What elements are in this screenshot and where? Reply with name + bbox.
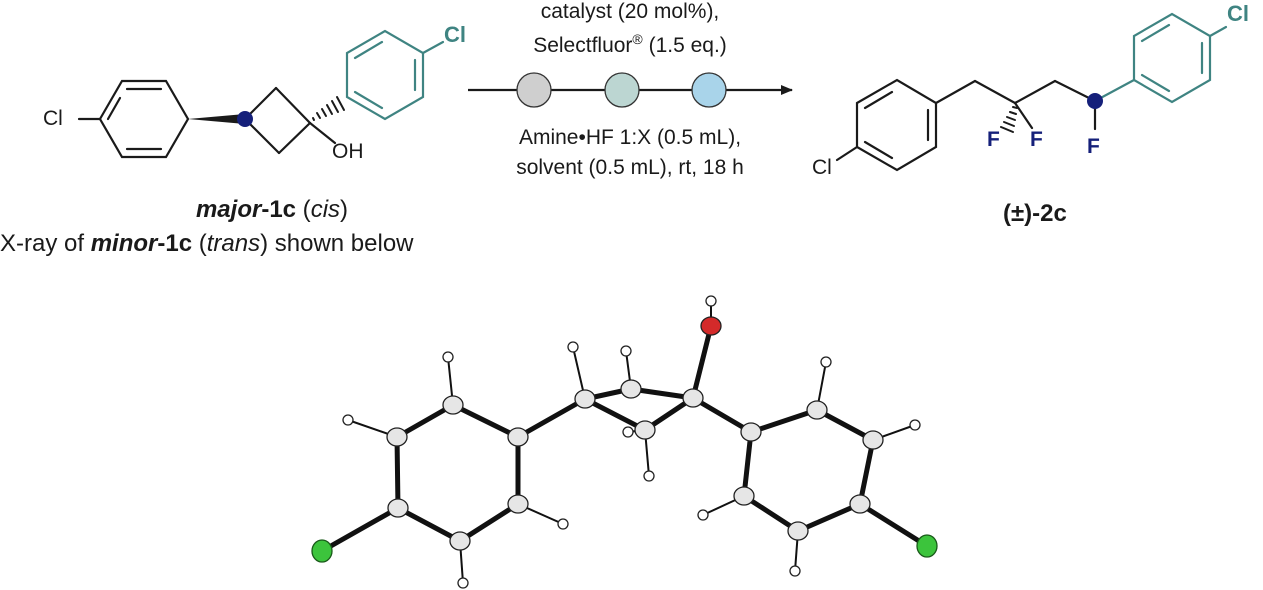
product-f2-label: F — [1030, 128, 1043, 151]
xray-chlorine-right — [916, 534, 938, 558]
substrate-label-paren-close: ) — [340, 196, 349, 223]
cyclobutane-ring — [243, 86, 312, 155]
xray-caption-compound: -1c — [157, 230, 193, 257]
xray-caption: X-ray of minor-1c (trans) shown below — [0, 230, 414, 258]
xray-chlorine-left — [311, 539, 333, 563]
substrate-label: major-1c (cis) — [0, 196, 544, 224]
xray-caption-trans: trans — [206, 230, 261, 257]
substrate-label-cis: cis — [310, 196, 341, 223]
substrate-wedge-bond — [188, 114, 245, 124]
catalyst-dot-sage — [604, 72, 640, 108]
product-right-ring — [1093, 12, 1228, 104]
xray-bonds — [319, 323, 930, 554]
product-f3-label: F — [1087, 135, 1100, 158]
reaction-arrow — [468, 72, 793, 108]
substrate-label-compound: -1c — [261, 196, 297, 223]
xray-oxygen-atom — [700, 316, 722, 336]
catalyst-dot-grey — [516, 72, 552, 108]
xray-structure — [311, 295, 938, 589]
substrate-label-paren-open: ( — [296, 196, 311, 223]
conditions-line-2: Selectfluor® (1.5 eq.) — [470, 31, 790, 58]
product-chain — [934, 79, 1097, 131]
conditions-line-1: catalyst (20 mol%), — [540, 0, 720, 23]
xray-caption-suffix: ) shown below — [260, 230, 414, 257]
xray-caption-prefix: X-ray of — [0, 230, 91, 257]
substrate-cl-left-label: Cl — [43, 107, 63, 130]
product-cl-left-label: Cl — [812, 156, 832, 179]
product-f1-label: F — [987, 128, 1000, 151]
catalyst-dot-blue — [691, 72, 727, 108]
selectfluor-equiv: (1.5 eq.) — [642, 34, 727, 57]
product-hash-bond — [1000, 106, 1018, 133]
registered-mark: ® — [632, 31, 643, 47]
xray-caption-paren-open: ( — [192, 230, 207, 257]
substrate-left-ring — [77, 79, 190, 159]
substrate-molecule — [77, 29, 445, 159]
product-label: (±)-2c — [1003, 200, 1067, 227]
substrate-right-ring — [345, 29, 445, 121]
substrate-stereocenter-dot — [237, 111, 253, 127]
xray-caption-minor: minor — [90, 230, 158, 257]
substrate-cl-right-label: Cl — [444, 22, 466, 47]
product-left-ring — [835, 78, 938, 172]
xray-h-bonds — [347, 300, 916, 584]
substrate-hash-bond — [312, 96, 345, 121]
substrate-oh-label: OH — [332, 140, 364, 163]
substrate-label-major: major — [195, 196, 262, 223]
product-stereocenter-dot — [1087, 93, 1103, 109]
xray-carbon-atoms — [386, 379, 884, 551]
selectfluor-text: Selectfluor — [533, 34, 633, 57]
product-cl-right-label: Cl — [1227, 1, 1249, 26]
product-molecule — [835, 12, 1228, 172]
conditions-line-4: solvent (0.5 mL), rt, 18 h — [516, 156, 744, 179]
xray-hydrogen-atoms — [342, 295, 921, 589]
conditions-line-3: Amine•HF 1:X (0.5 mL), — [518, 126, 742, 149]
c-oh-bond — [308, 121, 337, 145]
